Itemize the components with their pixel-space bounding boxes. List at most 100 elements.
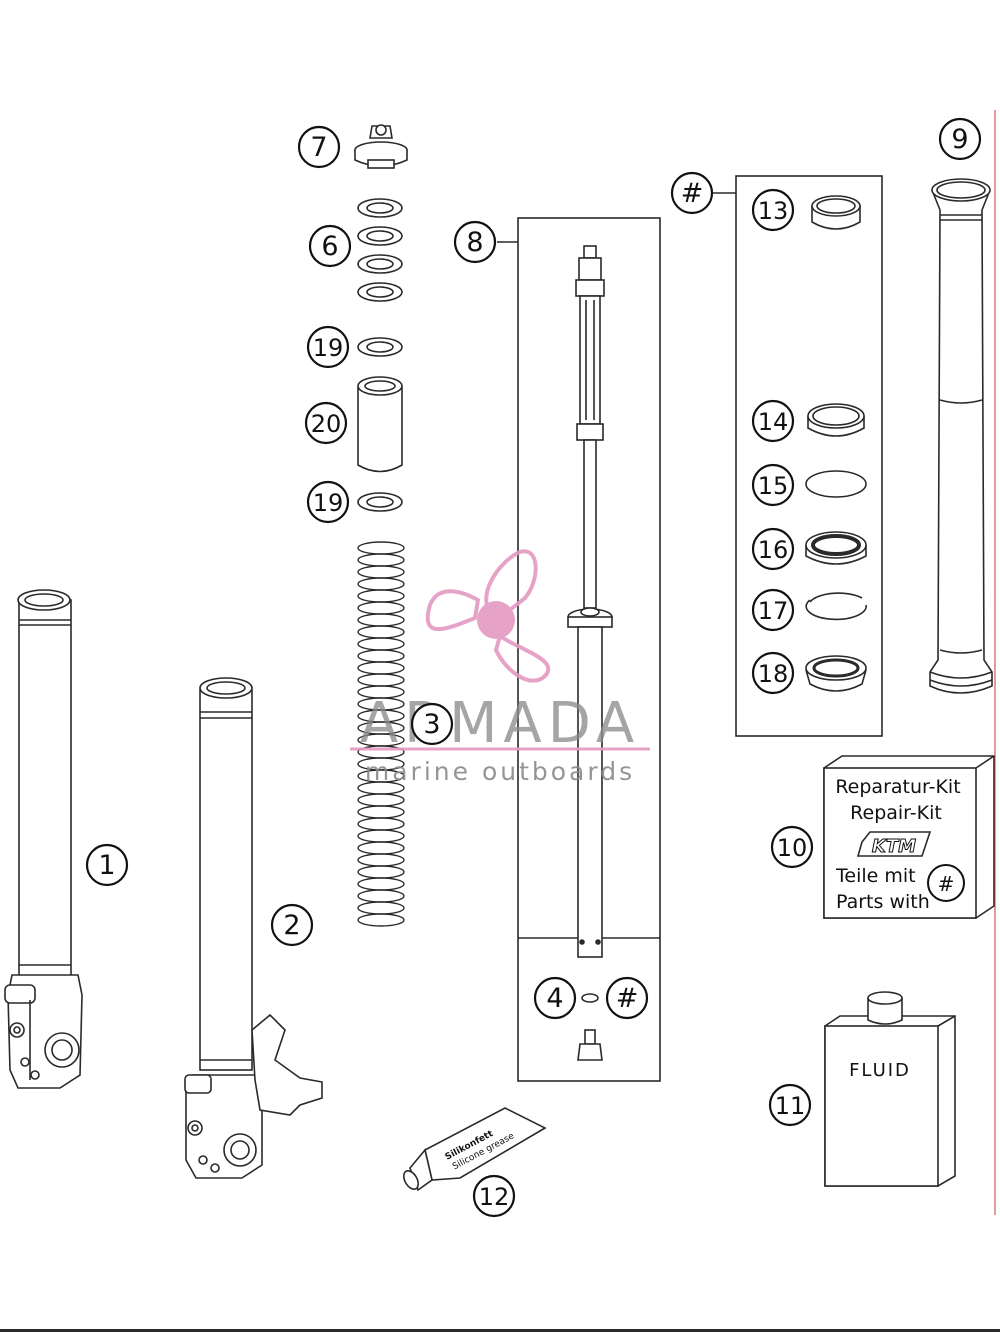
callout-label: 18 xyxy=(758,660,789,688)
spring-coil xyxy=(357,901,405,915)
callout-circle xyxy=(304,401,348,445)
callout-circle xyxy=(751,527,795,571)
part-8-cartridge xyxy=(567,245,613,1061)
callout-label: # xyxy=(681,178,704,209)
callout-label: 19 xyxy=(313,489,344,517)
spring-coil xyxy=(357,673,405,687)
callout-circle xyxy=(938,117,982,161)
callout-c4: 4 xyxy=(533,976,577,1020)
callout-circle xyxy=(751,588,795,632)
callout-label: 6 xyxy=(321,231,338,262)
spring-coil xyxy=(357,793,405,807)
callout-label: 7 xyxy=(310,132,327,163)
spring-coil xyxy=(357,589,405,603)
part-11-fluid-bottle xyxy=(824,991,956,1187)
callout-circle xyxy=(751,463,795,507)
spring-coil xyxy=(357,613,405,627)
callout-label: 12 xyxy=(479,1183,510,1211)
callout-label: 11 xyxy=(775,1092,806,1120)
spring-coil xyxy=(357,829,405,843)
callout-circle xyxy=(306,480,350,524)
callout-c14: 14 xyxy=(751,399,795,443)
part-12-grease-tube xyxy=(402,1107,547,1192)
kit-frame xyxy=(712,175,883,737)
part-19-washer-upper xyxy=(357,337,403,357)
callout-label: 4 xyxy=(546,983,563,1014)
callout-chash: # xyxy=(670,171,714,215)
callout-c12: 12 xyxy=(472,1174,516,1218)
callout-label: 3 xyxy=(423,709,440,740)
callout-c11: 11 xyxy=(768,1083,812,1127)
propeller-icon xyxy=(425,549,550,683)
watermark-tagline: marine outboards xyxy=(365,757,635,786)
callout-circle xyxy=(306,325,350,369)
callout-label: # xyxy=(616,983,639,1014)
callout-c7: 7 xyxy=(297,125,341,169)
callout-label: 19 xyxy=(313,334,344,362)
callout-circle xyxy=(270,903,314,947)
callout-label: 16 xyxy=(758,536,789,564)
callout-circle xyxy=(751,651,795,695)
callout-circle xyxy=(770,825,814,869)
watermark-brand: ARMADA xyxy=(360,691,640,756)
callout-circle xyxy=(410,702,454,746)
ktm-logo: KTM xyxy=(872,836,916,857)
spring-coil xyxy=(357,865,405,879)
watermark: ARMADA marine outboards xyxy=(350,549,650,786)
callout-c4h: # xyxy=(605,976,649,1020)
kit-line-4: Parts with xyxy=(836,891,930,913)
part-19-washer-lower xyxy=(357,492,403,512)
part-18-dust-boot xyxy=(805,655,867,692)
callout-c17: 17 xyxy=(751,588,795,632)
spring-coil xyxy=(357,577,405,591)
callout-label: 14 xyxy=(758,408,789,436)
spring-coil xyxy=(357,661,405,675)
spring-coil xyxy=(357,601,405,615)
callout-circle xyxy=(533,976,577,1020)
spring-coil xyxy=(357,877,405,891)
callout-c1: 1 xyxy=(85,843,129,887)
callout-label: 2 xyxy=(283,910,300,941)
callout-c8: 8 xyxy=(453,220,497,264)
spring-coil xyxy=(357,889,405,903)
spring-coil xyxy=(357,541,405,555)
callout-circle xyxy=(453,220,497,264)
kit-mark: # xyxy=(938,872,955,896)
part-1-outer-tube-left xyxy=(4,589,83,1089)
spring-coil xyxy=(357,913,405,927)
spring-coil xyxy=(357,841,405,855)
callout-c18: 18 xyxy=(751,651,795,695)
kit-line-1: Reparatur-Kit xyxy=(835,776,960,798)
spring-coil xyxy=(357,625,405,639)
callout-circle xyxy=(751,399,795,443)
callout-circle xyxy=(297,125,341,169)
spring-coil xyxy=(357,637,405,651)
part-3-spring xyxy=(357,541,405,927)
callout-c13: 13 xyxy=(751,188,795,232)
part-14-bushing xyxy=(807,403,865,437)
callout-label: 1 xyxy=(98,850,115,881)
callout-label: 20 xyxy=(311,410,342,438)
callout-c19b: 19 xyxy=(306,480,350,524)
bottom-border xyxy=(0,1329,1000,1332)
callout-circle xyxy=(85,843,129,887)
spring-coil xyxy=(357,649,405,663)
spring-coil xyxy=(357,565,405,579)
spring-coil xyxy=(357,853,405,867)
callout-circle xyxy=(768,1083,812,1127)
callout-c9: 9 xyxy=(938,117,982,161)
callout-c3: 3 xyxy=(410,702,454,746)
callout-circle xyxy=(670,171,714,215)
callout-label: 15 xyxy=(758,472,789,500)
part-15-washer xyxy=(805,470,867,498)
kit-line-3: Teile mit xyxy=(835,865,916,887)
callout-circle xyxy=(751,188,795,232)
callout-circle xyxy=(308,224,352,268)
part-2-outer-tube-right xyxy=(184,677,323,1179)
part-20-spacer xyxy=(357,376,403,473)
callout-label: 10 xyxy=(777,834,808,862)
part-7-screw-cap xyxy=(354,124,408,169)
callout-label: 8 xyxy=(466,227,483,258)
